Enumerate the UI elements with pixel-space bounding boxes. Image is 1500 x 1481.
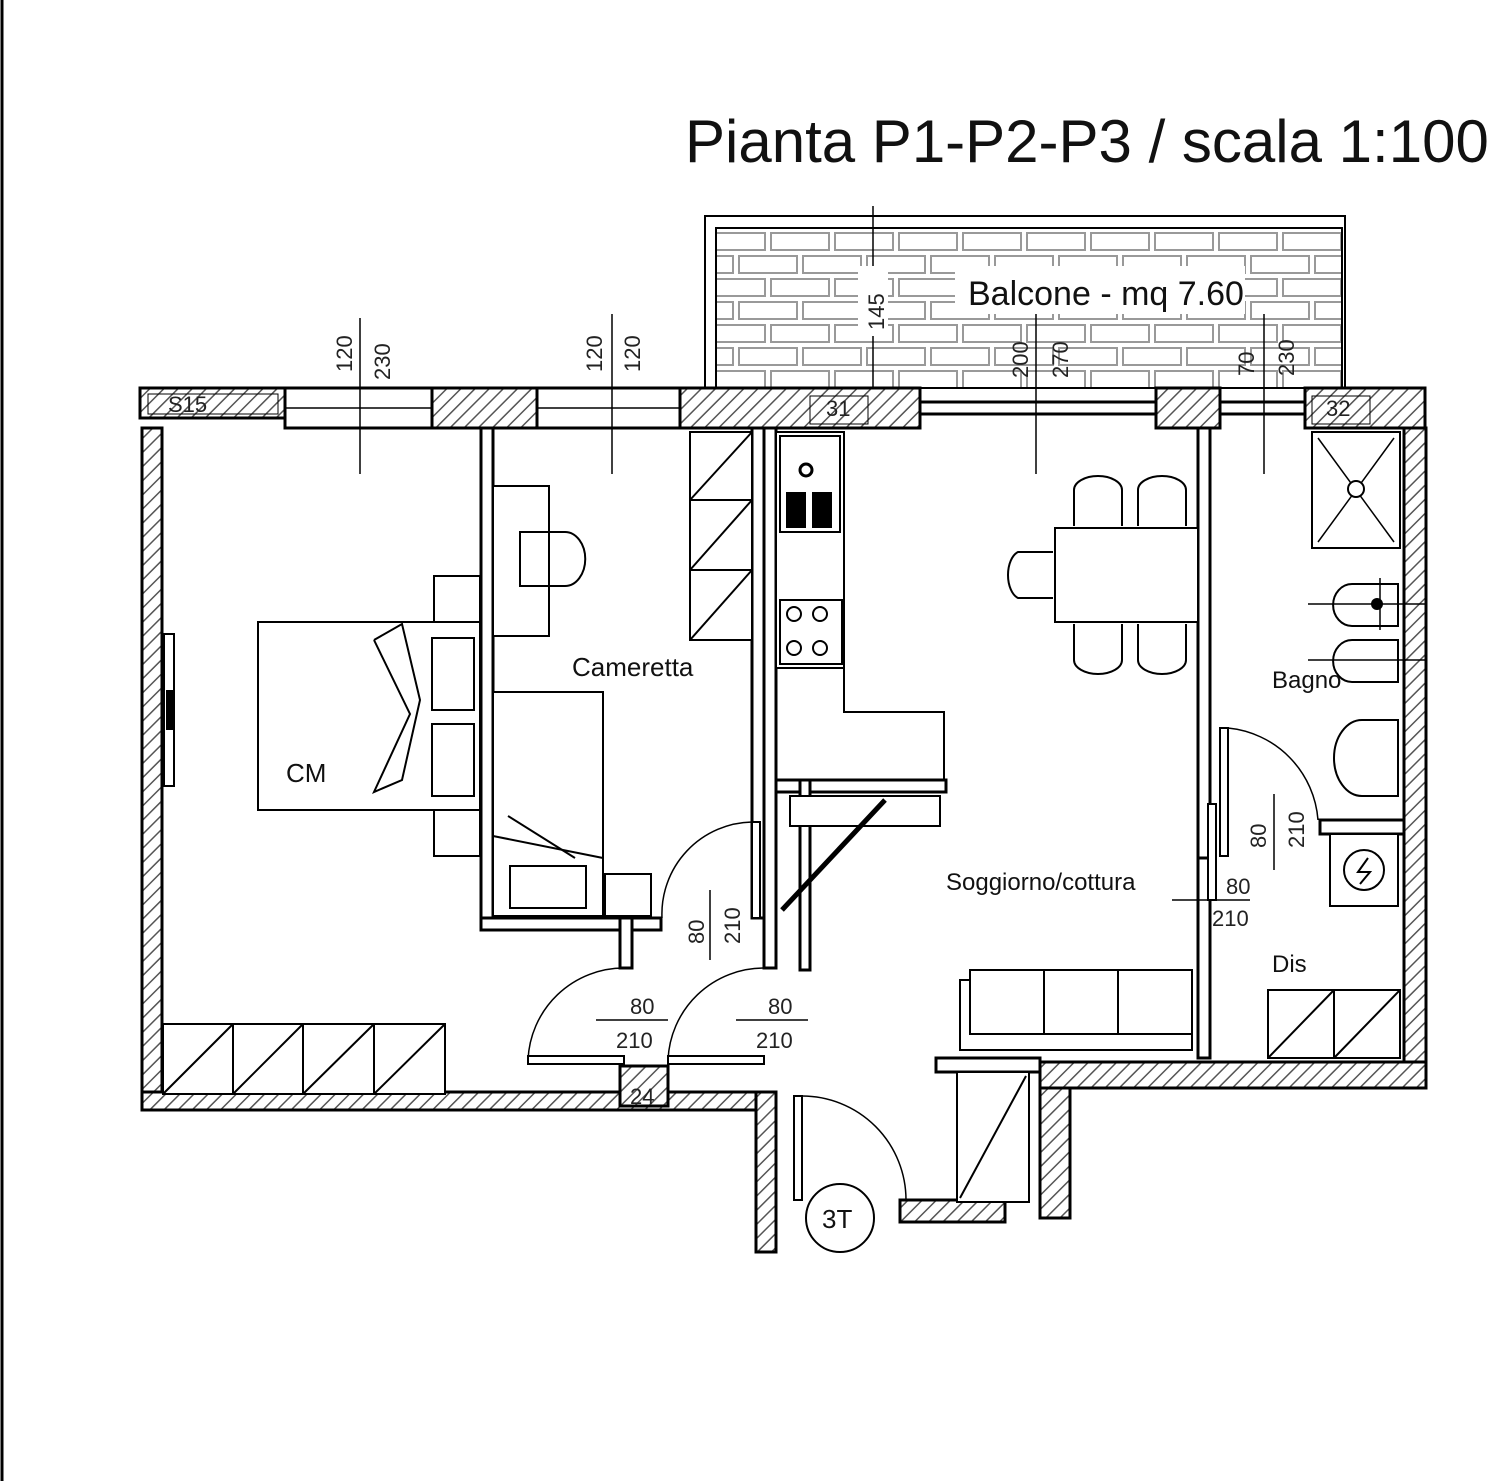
svg-text:70: 70	[1234, 352, 1259, 376]
svg-text:210: 210	[756, 1028, 793, 1053]
svg-text:120: 120	[332, 335, 357, 372]
balcony: Balcone - mq 7.60 145	[704, 206, 1346, 400]
pillar-tag-bottom: 24	[630, 1084, 654, 1109]
svg-text:80: 80	[630, 994, 654, 1019]
room-label-soggiorno: Soggiorno/cottura	[946, 869, 1136, 896]
svg-text:80: 80	[768, 994, 792, 1019]
room-label-bagno: Bagno	[1272, 667, 1341, 694]
plan-title: Pianta P1-P2-P3 / scala 1:100	[685, 108, 1489, 175]
svg-text:120: 120	[620, 335, 645, 372]
svg-text:210: 210	[720, 907, 745, 944]
dining-table	[1007, 475, 1199, 675]
doors: 80 210 80 210 80 210 80 210 80 210	[527, 727, 1319, 1201]
room-label-cameretta: Cameretta	[572, 652, 694, 682]
room-label-cm: CM	[286, 758, 326, 788]
svg-text:80: 80	[1226, 874, 1250, 899]
stair-tag: 3T	[822, 1204, 852, 1234]
pillar-tag-mid: 31	[826, 396, 850, 421]
room-cameretta: Cameretta	[492, 431, 753, 917]
svg-text:80: 80	[684, 920, 709, 944]
room-label-dis: Dis	[1272, 951, 1307, 978]
svg-text:210: 210	[616, 1028, 653, 1053]
stair-tag-circle	[805, 1183, 875, 1253]
svg-text:210: 210	[1284, 811, 1309, 848]
svg-text:230: 230	[1274, 339, 1299, 376]
svg-text:80: 80	[1246, 824, 1271, 848]
balcony-label: Balcone - mq 7.60	[968, 275, 1244, 313]
svg-text:270: 270	[1048, 341, 1073, 378]
interior-walls	[479, 426, 1406, 1074]
pillar-tag-left: S15	[168, 392, 207, 417]
exterior-walls	[138, 386, 1428, 1254]
balcony-depth-dim: 145	[864, 293, 889, 330]
svg-text:200: 200	[1008, 341, 1033, 378]
svg-text:120: 120	[582, 335, 607, 372]
kitchen	[775, 431, 945, 912]
svg-text:230: 230	[370, 343, 395, 380]
disimpegno: Dis	[1267, 951, 1401, 1059]
window-dims: 120 230 120 120 200 270 70 230	[332, 314, 1299, 474]
svg-text:210: 210	[1212, 906, 1249, 931]
pillar-tag-right: 32	[1326, 396, 1350, 421]
bedroom-cm: CM	[162, 575, 481, 1095]
sofa	[956, 969, 1193, 1203]
bathroom: Bagno	[1272, 431, 1426, 907]
